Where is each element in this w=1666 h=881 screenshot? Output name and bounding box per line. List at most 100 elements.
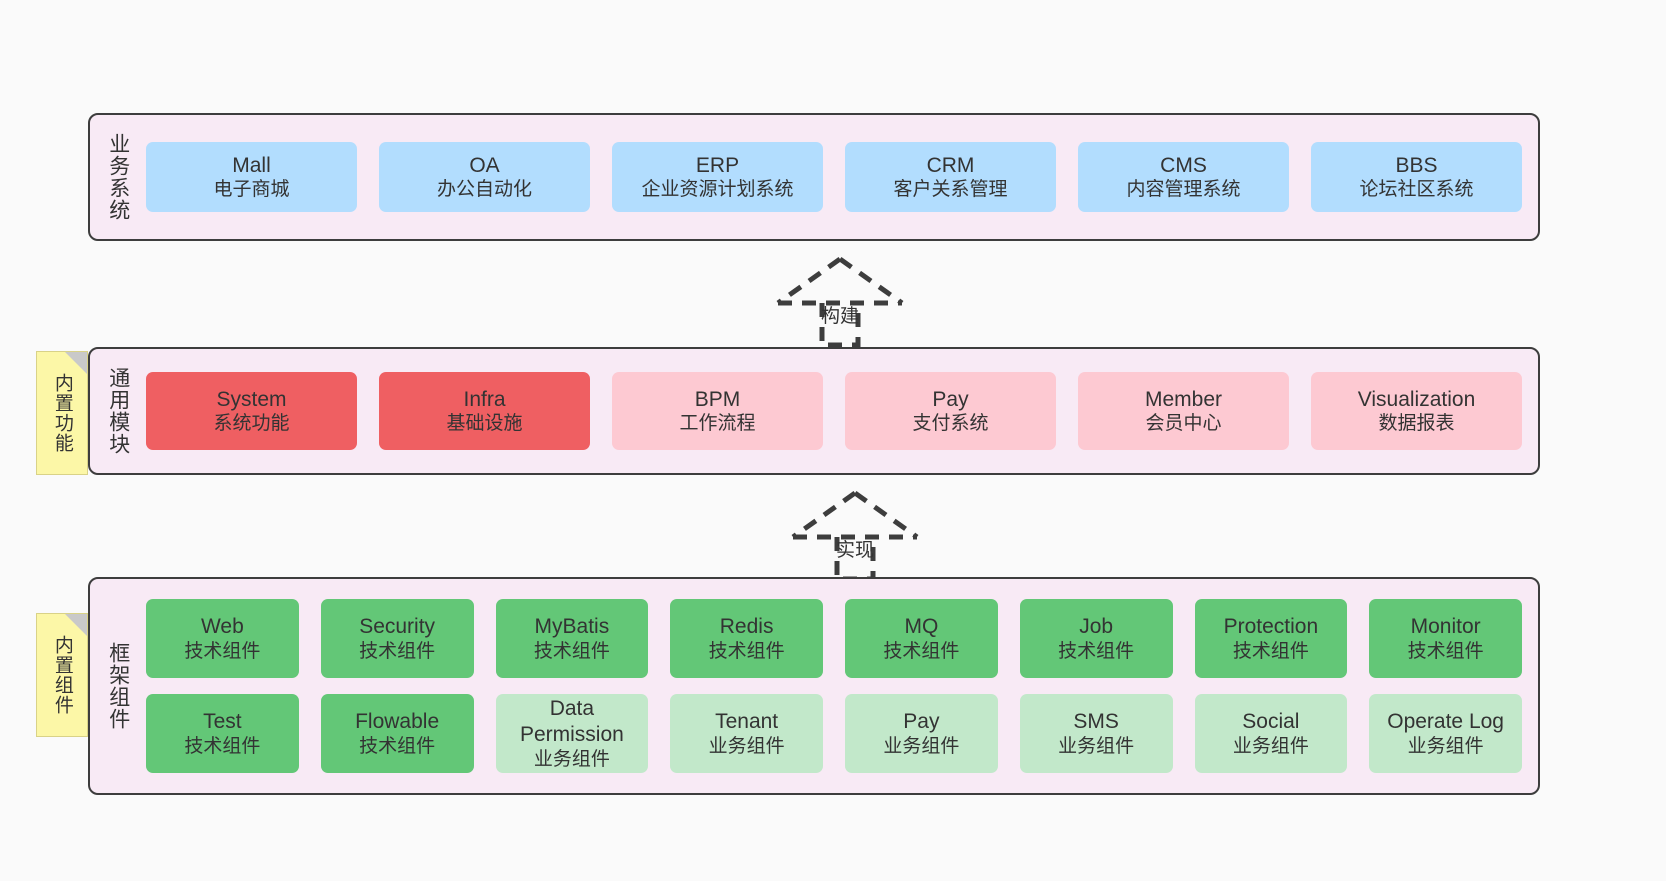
card-job[interactable]: Job 技术组件 (1019, 599, 1173, 678)
card-title-cn: 技术组件 (359, 640, 436, 662)
card-title-en: Test (203, 710, 242, 734)
card-social[interactable]: Social 业务组件 (1194, 694, 1348, 773)
card-data-permission[interactable]: Data Permission 业务组件 (495, 694, 649, 773)
card-title-en: Security (359, 615, 436, 639)
card-title-en: Social (1242, 710, 1300, 734)
layer-common-modules: 通用模块 System 系统功能 Infra 基础设施 BPM 工作流程 Pay… (88, 347, 1540, 475)
card-title-en: Protection (1223, 615, 1319, 639)
card-row: Mall 电子商城 OA 办公自动化 ERP 企业资源计划系统 CRM 客户关系… (146, 142, 1522, 212)
card-bpm[interactable]: BPM 工作流程 (612, 372, 823, 450)
card-member[interactable]: Member 会员中心 (1078, 372, 1289, 450)
note-label: 内置组件 (51, 635, 73, 715)
card-title-cn: 业务组件 (1232, 735, 1309, 757)
layer-title-business: 业务系统 (106, 133, 130, 221)
card-title-cn: 工作流程 (679, 413, 756, 435)
card-title-cn: 业务组件 (533, 748, 610, 770)
card-title-en: BBS (1395, 153, 1438, 177)
card-title-cn: 技术组件 (184, 735, 261, 757)
card-title-cn: 客户关系管理 (893, 179, 1008, 201)
card-title-cn: 技术组件 (708, 640, 785, 662)
card-title-cn: 基础设施 (446, 413, 523, 435)
card-title-en: ERP (695, 153, 740, 177)
card-title-cn: 业务组件 (1058, 735, 1135, 757)
card-title-cn: 技术组件 (359, 735, 436, 757)
card-title-en: Pay (932, 387, 969, 411)
card-tenant[interactable]: Tenant 业务组件 (670, 694, 823, 773)
card-title-cn: 内容管理系统 (1126, 179, 1241, 201)
card-title-en: CMS (1160, 153, 1207, 177)
card-pay-module[interactable]: Pay 支付系统 (845, 372, 1056, 450)
card-title-cn: 技术组件 (1058, 640, 1135, 662)
layer-title-common: 通用模块 (106, 367, 130, 455)
card-title-en: Redis (719, 615, 774, 639)
card-title-en: BPM (694, 387, 741, 411)
card-security[interactable]: Security 技术组件 (320, 599, 474, 678)
card-title-cn: 数据报表 (1378, 413, 1455, 435)
card-protection[interactable]: Protection 技术组件 (1194, 599, 1348, 678)
card-title-en: MQ (904, 615, 939, 639)
note-builtin-components: 内置组件 (36, 613, 88, 737)
card-title-en: MyBatis (534, 615, 610, 639)
layer-business-systems: 业务系统 Mall 电子商城 OA 办公自动化 ERP 企业资源计划系统 CRM… (88, 113, 1540, 241)
card-bbs[interactable]: BBS 论坛社区系统 (1311, 142, 1522, 212)
card-title-en: CRM (926, 153, 975, 177)
card-title-en: Infra (463, 387, 506, 411)
arrow-realize: 实现 (775, 487, 935, 583)
card-title-cn: 业务组件 (1407, 735, 1484, 757)
card-title-cn: 会员中心 (1145, 413, 1222, 435)
card-mall[interactable]: Mall 电子商城 (146, 142, 357, 212)
card-title-cn: 技术组件 (883, 640, 960, 662)
card-row: Test 技术组件 Flowable 技术组件 Data Permission … (146, 694, 1522, 773)
card-title-en: System (216, 387, 287, 411)
card-mybatis[interactable]: MyBatis 技术组件 (495, 599, 649, 678)
card-title-cn: 论坛社区系统 (1359, 179, 1474, 201)
layer-framework-components: 框架组件 Web 技术组件 Security 技术组件 MyBatis 技术组件… (88, 577, 1540, 795)
layer-body-common: System 系统功能 Infra 基础设施 BPM 工作流程 Pay 支付系统… (140, 349, 1538, 473)
card-title-cn: 技术组件 (1407, 640, 1484, 662)
card-row: System 系统功能 Infra 基础设施 BPM 工作流程 Pay 支付系统… (146, 372, 1522, 450)
note-label: 内置功能 (51, 373, 73, 453)
card-title-en: Web (200, 615, 244, 639)
card-pay-component[interactable]: Pay 业务组件 (845, 694, 998, 773)
card-title-cn: 业务组件 (708, 735, 785, 757)
card-title-en: SMS (1073, 710, 1119, 734)
card-title-cn: 企业资源计划系统 (641, 179, 794, 201)
card-title-en: Pay (903, 710, 940, 734)
arrow-build: 构建 (760, 253, 920, 349)
card-cms[interactable]: CMS 内容管理系统 (1078, 142, 1289, 212)
card-title-en: Visualization (1357, 387, 1476, 411)
card-oa[interactable]: OA 办公自动化 (379, 142, 590, 212)
card-system[interactable]: System 系统功能 (146, 372, 357, 450)
card-test[interactable]: Test 技术组件 (146, 694, 299, 773)
card-title-cn: 电子商城 (213, 179, 290, 201)
card-flowable[interactable]: Flowable 技术组件 (320, 694, 474, 773)
card-title-cn: 系统功能 (213, 413, 290, 435)
card-title-cn: 技术组件 (533, 640, 610, 662)
card-redis[interactable]: Redis 技术组件 (670, 599, 823, 678)
card-sms[interactable]: SMS 业务组件 (1019, 694, 1173, 773)
card-infra[interactable]: Infra 基础设施 (379, 372, 590, 450)
card-title-cn: 办公自动化 (436, 179, 532, 201)
card-title-en: Job (1079, 615, 1114, 639)
card-row: Web 技术组件 Security 技术组件 MyBatis 技术组件 Redi… (146, 599, 1522, 678)
card-title-cn: 技术组件 (184, 640, 261, 662)
card-title-en: OA (469, 153, 500, 177)
card-monitor[interactable]: Monitor 技术组件 (1369, 599, 1522, 678)
card-web[interactable]: Web 技术组件 (146, 599, 299, 678)
note-builtin-functions: 内置功能 (36, 351, 88, 475)
layer-body-framework: Web 技术组件 Security 技术组件 MyBatis 技术组件 Redi… (140, 579, 1538, 793)
card-crm[interactable]: CRM 客户关系管理 (845, 142, 1056, 212)
card-title-en: Operate Log (1387, 710, 1504, 734)
layer-body-business: Mall 电子商城 OA 办公自动化 ERP 企业资源计划系统 CRM 客户关系… (140, 115, 1538, 239)
card-operate-log[interactable]: Operate Log 业务组件 (1369, 694, 1522, 773)
card-title-en: Data Permission (519, 697, 624, 746)
card-title-en: Flowable (355, 710, 440, 734)
layer-title-framework: 框架组件 (106, 642, 130, 730)
card-title-en: Mall (232, 153, 271, 177)
card-erp[interactable]: ERP 企业资源计划系统 (612, 142, 823, 212)
card-mq[interactable]: MQ 技术组件 (845, 599, 998, 678)
card-title-en: Tenant (715, 710, 779, 734)
card-title-cn: 技术组件 (1232, 640, 1309, 662)
card-visualization[interactable]: Visualization 数据报表 (1311, 372, 1522, 450)
